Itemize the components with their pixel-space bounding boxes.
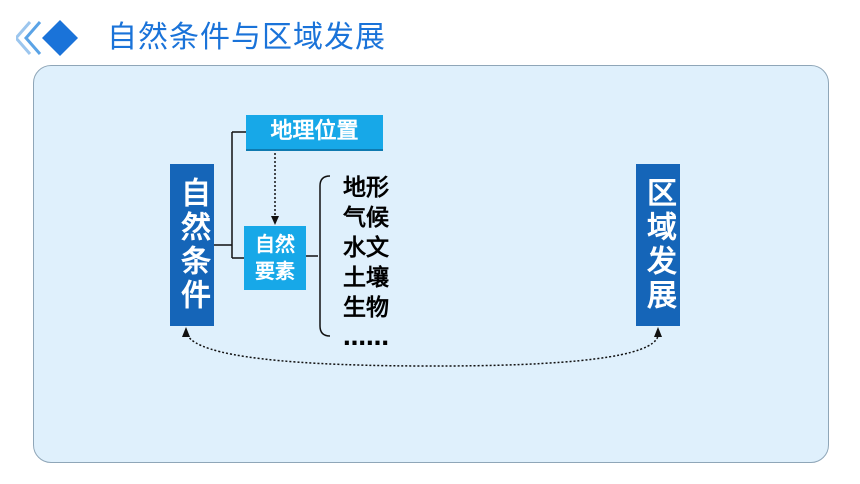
factor-item: 土壤 <box>343 265 389 291</box>
factor-item: 水文 <box>343 235 389 261</box>
natural-elements-box: 自然要素 <box>244 226 306 290</box>
double-chevron-diamond-icon <box>16 20 78 56</box>
regional-development-box: 区域发展 <box>636 164 680 326</box>
page-title: 自然条件与区域发展 <box>107 20 386 55</box>
factor-item: 地形 <box>343 175 389 201</box>
factor-item: …… <box>343 325 389 351</box>
geographic-location-box: 地理位置 <box>246 115 383 151</box>
factor-list: 地形 气候 水文 土壤 生物 …… <box>343 173 403 353</box>
factor-item: 气候 <box>343 205 389 231</box>
natural-conditions-label: 自然条件 <box>175 177 210 313</box>
content-panel <box>33 65 829 463</box>
natural-elements-label: 自然要素 <box>255 232 295 283</box>
factor-item: 生物 <box>343 295 389 321</box>
regional-development-label: 区域发展 <box>641 177 676 313</box>
natural-conditions-box: 自然条件 <box>170 164 214 326</box>
